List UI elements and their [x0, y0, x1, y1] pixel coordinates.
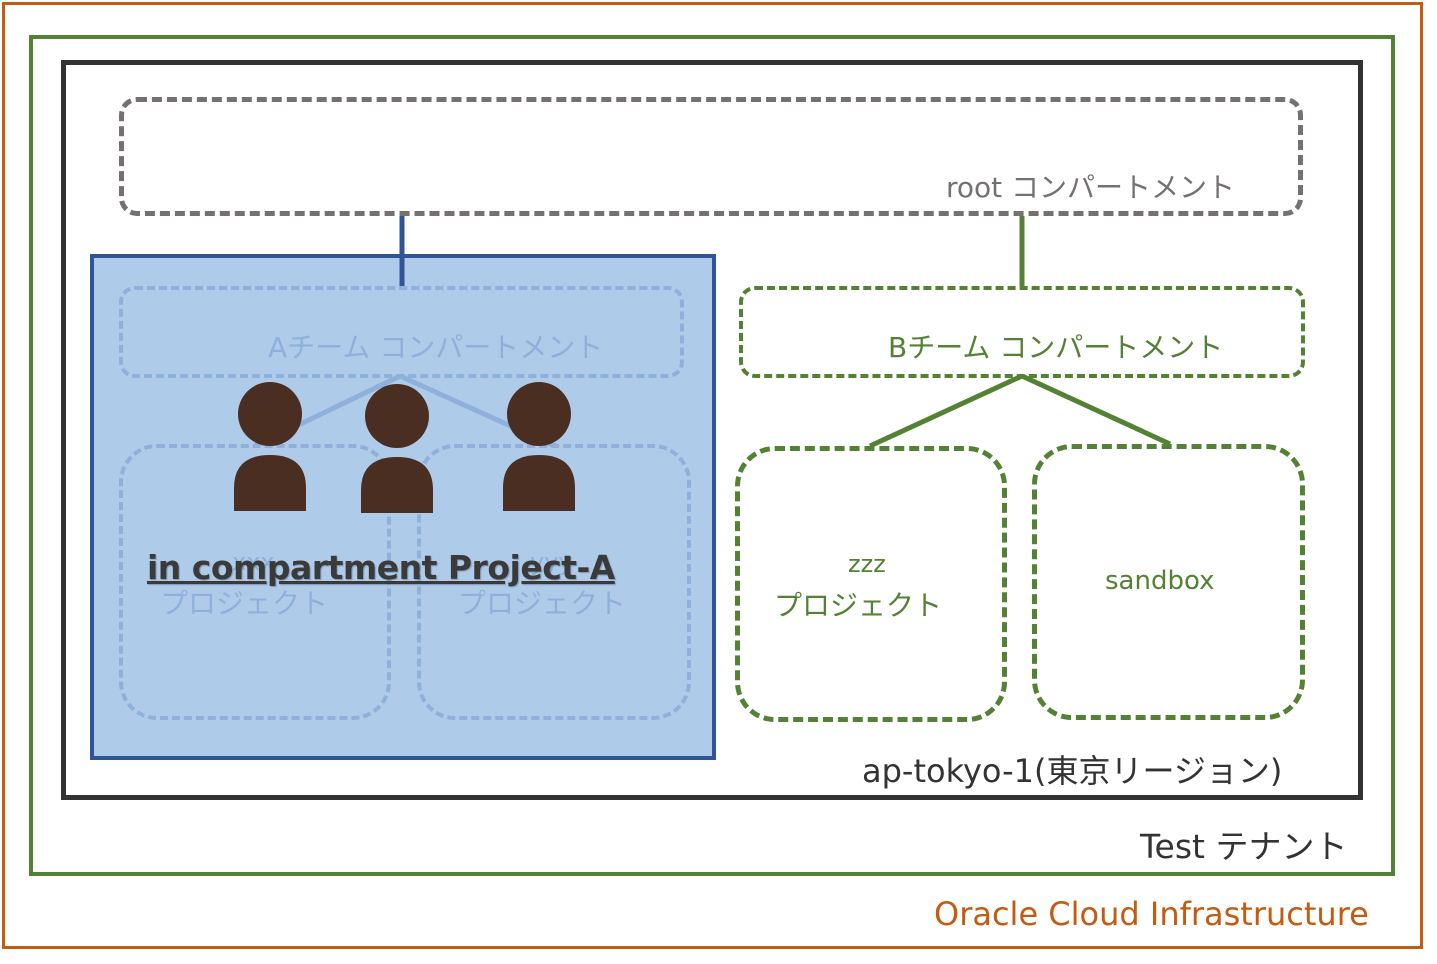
region-frame	[61, 60, 1363, 800]
connector-team-b-zzz	[868, 373, 1024, 449]
root-compartment-label: root コンパートメント	[946, 171, 1236, 204]
root-compartment	[119, 97, 1303, 216]
connector-team-b-sandbox	[1020, 373, 1172, 447]
project-xxx-line1: xxx	[232, 548, 275, 576]
region-label: ap-tokyo-1(東京リージョン)	[862, 752, 1283, 790]
project-yyy-line1: yyy	[530, 548, 573, 576]
team-b-compartment-label: Bチーム コンパートメント	[888, 331, 1224, 364]
project-yyy-line2: プロジェクト	[458, 587, 627, 620]
tenant-frame	[29, 35, 1395, 876]
project-zzz-box	[735, 446, 1007, 722]
person-icon	[503, 382, 575, 511]
project-sandbox-label: sandbox	[1105, 566, 1215, 596]
person-icon	[234, 382, 306, 511]
person-icon	[361, 384, 433, 513]
team-a-compartment-label: Aチーム コンパートメント	[268, 331, 604, 364]
project-zzz-line1: zzz	[848, 550, 886, 578]
oci-frame	[2, 2, 1423, 949]
project-zzz-line2: プロジェクト	[774, 589, 943, 622]
oci-label: Oracle Cloud Infrastructure	[934, 895, 1369, 933]
project-xxx-line2: プロジェクト	[160, 587, 329, 620]
policy-statement: in compartment Project-A	[147, 548, 615, 587]
tenant-label: Test テナント	[1140, 827, 1348, 866]
project-sandbox-box	[1032, 444, 1305, 720]
project-xxx-box	[119, 444, 391, 720]
